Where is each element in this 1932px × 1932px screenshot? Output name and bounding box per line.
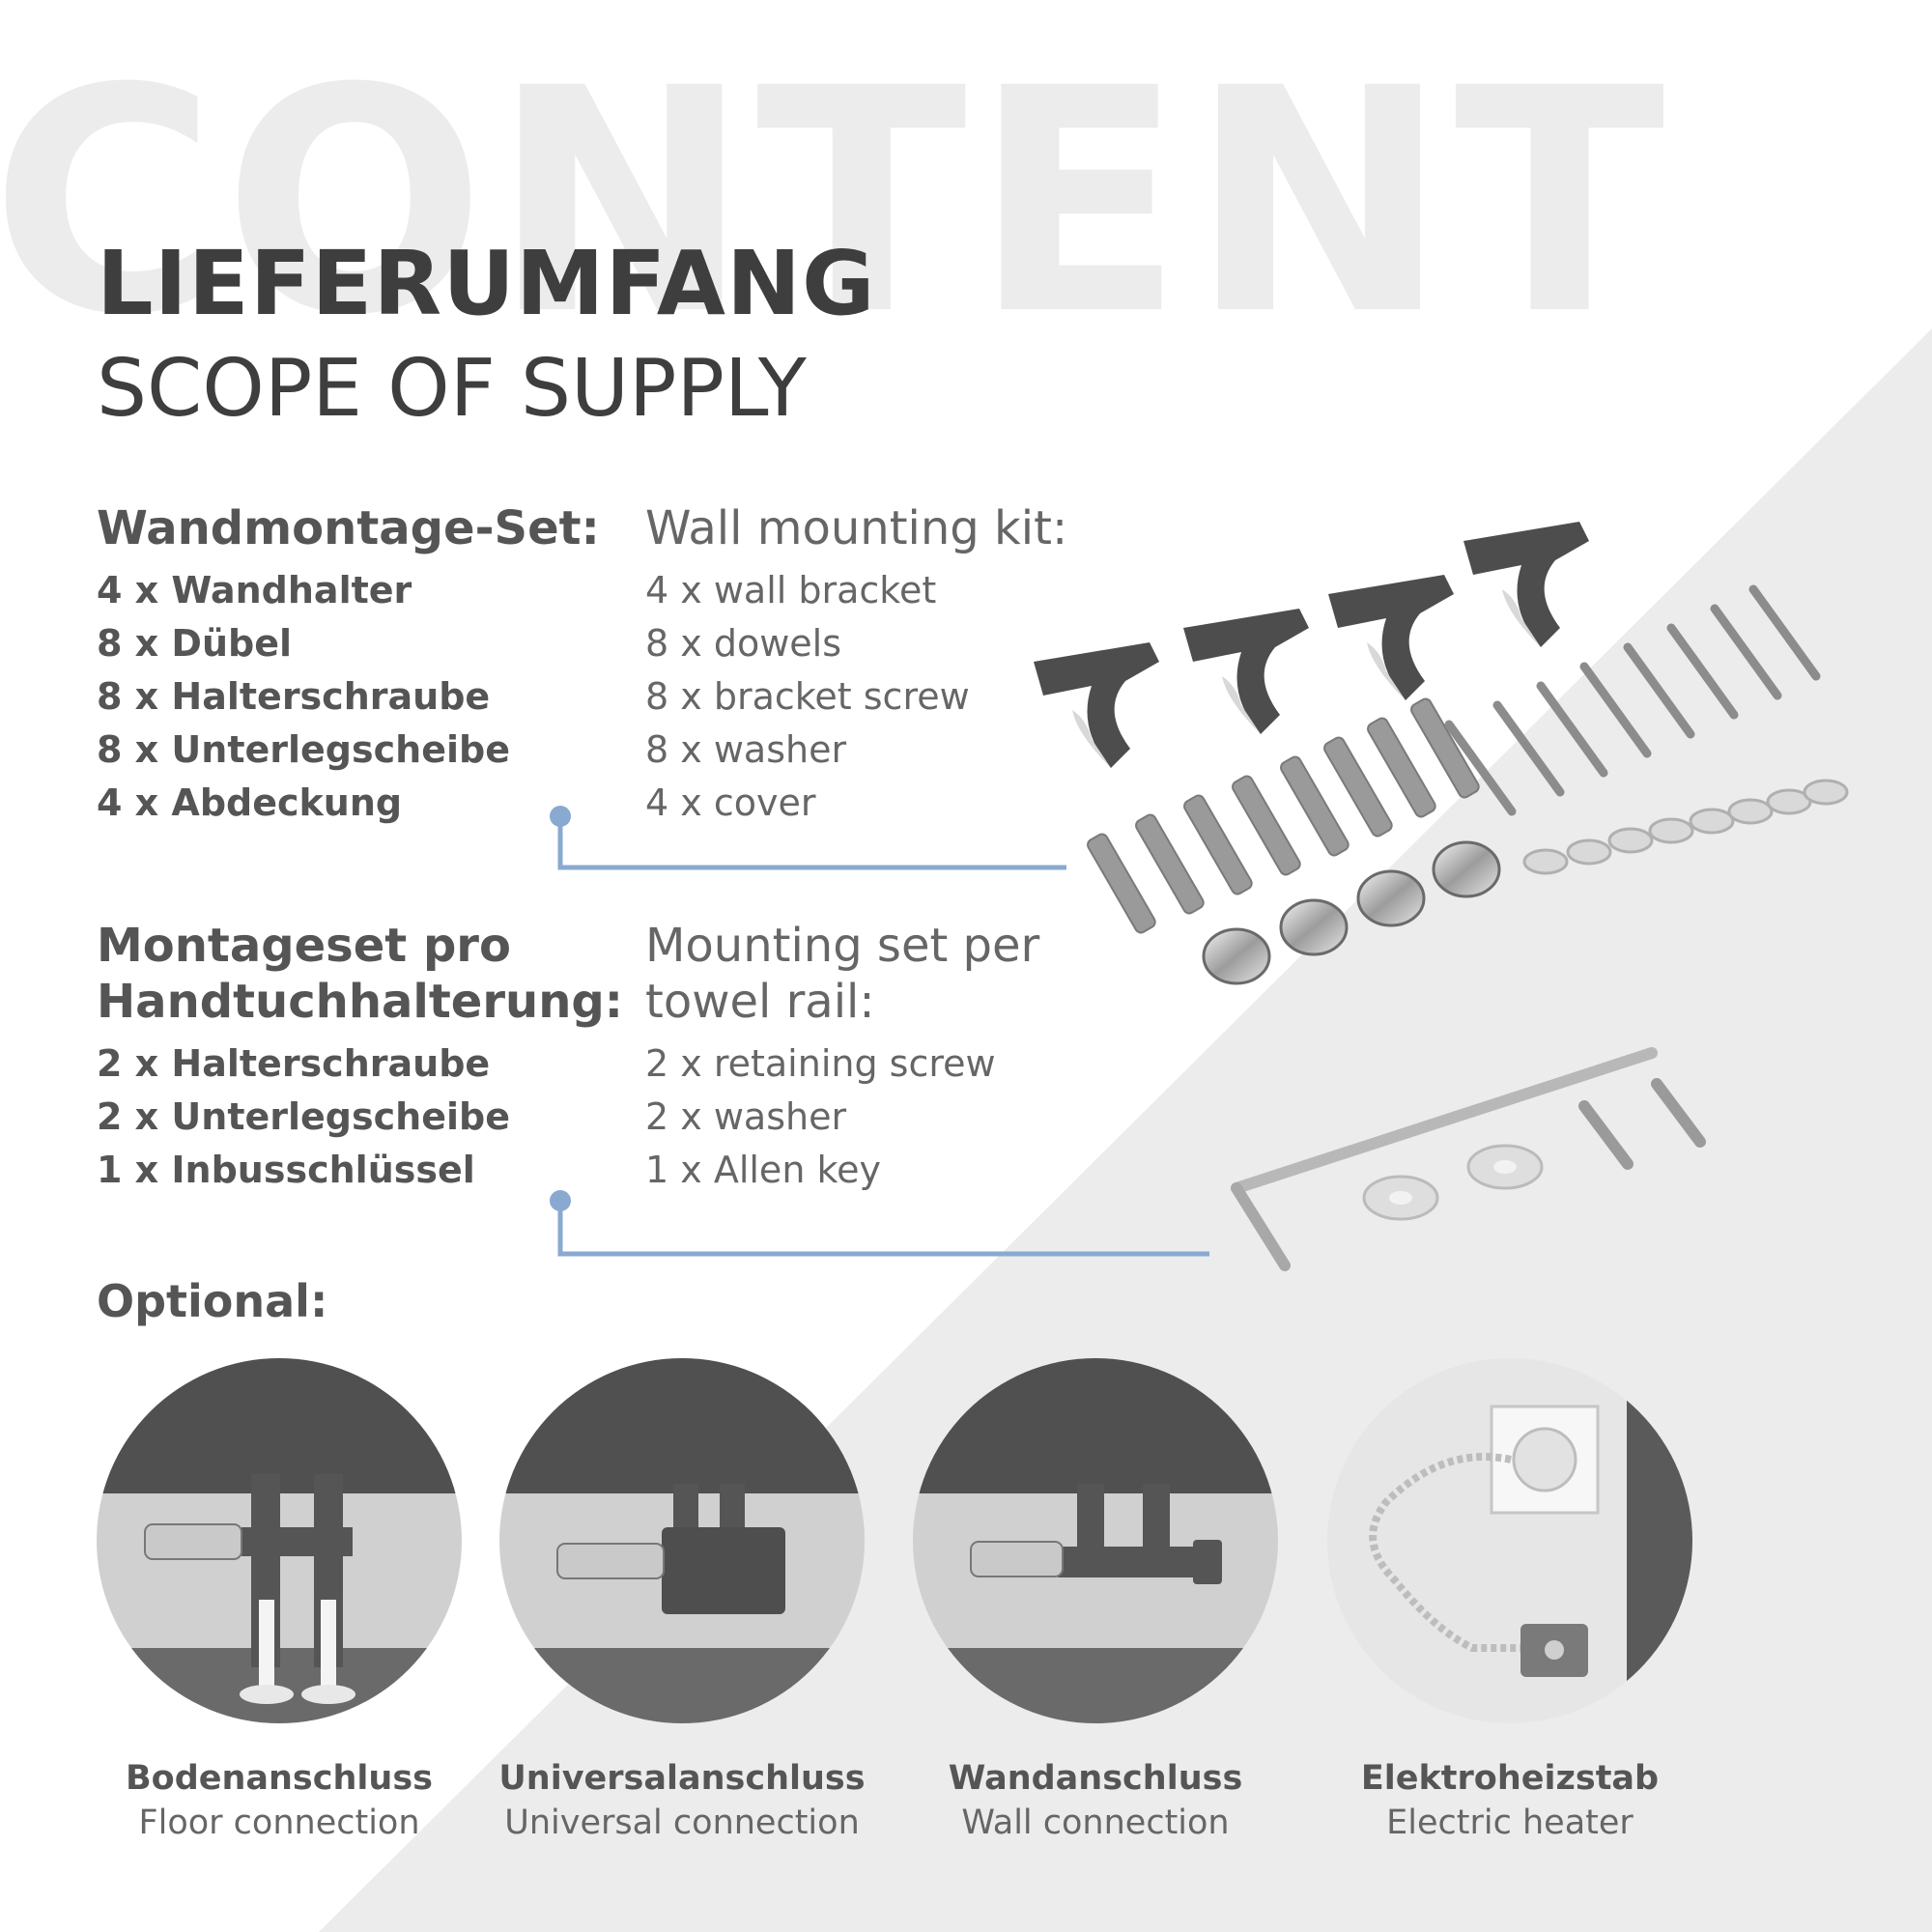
wall-kit-item-de: 8 x Dübel [97,622,293,665]
bracket-screw [1536,681,1608,778]
retaining-screw [1651,1078,1706,1148]
wall-kit-heading-en: Wall mounting kit: [645,501,1068,555]
washer [1689,808,1735,835]
retaining-screw [1578,1100,1634,1170]
washer [1766,788,1812,815]
optional-label: Optional: [97,1275,328,1327]
dowel [1280,755,1350,857]
cover-cap [1356,869,1426,927]
wall-kit-de: Wandmontage-Set: 4 x Wandhalter 8 x Dübe… [97,500,638,830]
towel-rail-set-image [1231,1047,1706,1271]
wall-bracket [1328,575,1454,700]
towel-kit-heading-de: Montageset pro [97,919,511,973]
bracket-screw [1748,584,1821,681]
towel-kit-item-de: 2 x Halterschraube [97,1042,491,1085]
towel-kit-heading-en: towel rail: [645,975,875,1029]
bracket-screw [1623,642,1695,739]
cover-cap [1202,927,1271,985]
bracket-screw [1579,662,1652,758]
floor-connection-icon [97,1358,462,1723]
option-label-de: Universalanschluss [498,1759,866,1798]
bracket-screw [1444,720,1517,816]
wall-kit-item-de: 8 x Unterlegscheibe [97,728,510,771]
option-label-en: Floor connection [138,1804,420,1842]
wall-kit-item-de: 4 x Wandhalter [97,569,412,611]
wall-kit-en: Wall mounting kit: 4 x wall bracket 8 x … [645,500,1148,830]
towel-kit-item-de: 2 x Unterlegscheibe [97,1095,510,1138]
wall-kit-item-en: 4 x wall bracket [645,569,937,611]
bracket-screw [1710,604,1782,700]
wall-bracket [1034,642,1159,768]
wall-kit-item-en: 8 x dowels [645,622,842,665]
dowel [1135,813,1205,915]
option-label-de: Bodenanschluss [125,1759,434,1798]
page-title: LIEFERUMFANG [97,232,876,335]
towel-kit-en: Mounting set per towel rail: 2 x retaini… [645,918,1148,1197]
option-label-de: Wandanschluss [948,1759,1243,1798]
watermark-text: CONTENT [0,23,1671,383]
bracket-screw [1492,700,1565,797]
towel-kit-item-en: 2 x washer [645,1095,847,1138]
cover-cap [1432,840,1501,898]
towel-kit-heading-de: Handtuchhalterung: [97,975,623,1029]
universal-connection-icon [499,1358,865,1723]
wall-connection-icon [913,1358,1278,1723]
washer [1803,779,1849,806]
towel-kit-item-en: 2 x retaining screw [645,1042,996,1085]
dowel [1087,833,1156,934]
allen-key [1231,1047,1658,1194]
option-label-de: Elektroheizstab [1360,1759,1660,1798]
option-caption: Elektroheizstab Electric heater [1307,1756,1713,1845]
wall-kit-item-en: 8 x washer [645,728,847,771]
option-label-en: Universal connection [504,1804,860,1842]
dowel [1410,697,1480,799]
page-subtitle: SCOPE OF SUPPLY [97,343,807,435]
option-wall-connection [913,1358,1278,1723]
towel-kit-item-en: 1 x Allen key [645,1149,881,1191]
option-caption: Wandanschluss Wall connection [893,1756,1298,1845]
wall-kit-item-de: 8 x Halterschraube [97,675,491,718]
wall-kit-item-de: 4 x Abdeckung [97,781,403,824]
wall-mounting-hardware-image [1034,522,1849,985]
dowel [1367,717,1436,818]
wall-kit-heading-de: Wandmontage-Set: [97,501,600,555]
electric-heater-icon [1327,1358,1692,1723]
cover-cap [1279,898,1349,956]
dowel [1232,775,1301,876]
dowel [1183,794,1253,895]
option-electric-heater [1327,1358,1692,1723]
wall-kit-item-en: 8 x bracket screw [645,675,970,718]
option-caption: Bodenanschluss Floor connection [76,1756,482,1845]
washer [1648,817,1694,844]
washer [1607,827,1654,854]
washer [1566,838,1612,866]
towel-kit-heading-en: Mounting set per [645,919,1040,973]
towel-kit-item-de: 1 x Inbusschlüssel [97,1149,475,1191]
wall-bracket [1463,522,1589,647]
option-caption: Universalanschluss Universal connection [479,1756,885,1845]
washer [1727,798,1774,825]
washer [1522,848,1569,875]
option-universal-connection [499,1358,865,1723]
wall-bracket [1183,609,1309,734]
option-label-en: Electric heater [1386,1804,1634,1842]
option-floor-connection [97,1358,462,1723]
dowel [1323,736,1393,838]
option-label-en: Wall connection [961,1804,1230,1842]
towel-kit-de: Montageset pro Handtuchhalterung: 2 x Ha… [97,918,638,1197]
bracket-screw [1666,623,1739,720]
